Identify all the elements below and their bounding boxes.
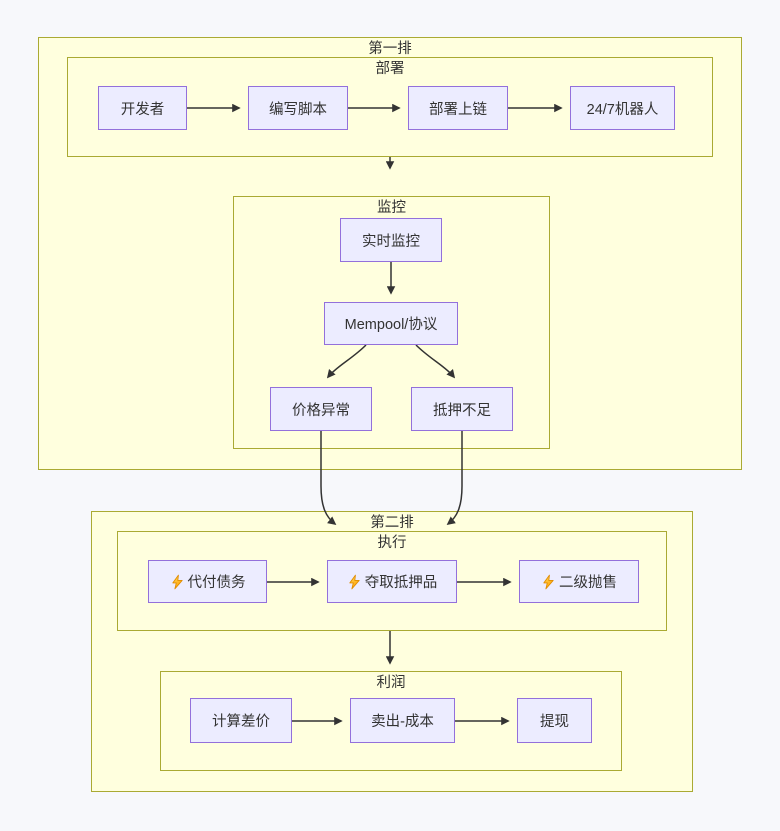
lightning-icon	[171, 574, 183, 589]
node-deploy-onchain-label: 部署上链	[429, 101, 487, 118]
node-write-script: 编写脚本	[248, 86, 348, 130]
lightning-icon	[543, 574, 554, 589]
node-undercollateralized: 抵押不足	[411, 387, 513, 431]
node-mempool-protocol-label: Mempool/协议	[344, 317, 438, 333]
node-developer-label: 开发者	[120, 101, 165, 118]
node-seize-collateral: 夺取抵押品	[327, 560, 457, 603]
node-repay-debt: 代付债务	[148, 560, 267, 603]
node-bot-247-label: 24/7机器人	[586, 101, 659, 118]
node-deploy-onchain: 部署上链	[408, 86, 508, 130]
node-sell-minus-cost-label: 卖出-成本	[371, 714, 434, 730]
cluster-deploy-label: 部署	[375, 61, 405, 77]
node-developer: 开发者	[98, 86, 187, 130]
node-calc-spread: 计算差价	[190, 698, 292, 743]
node-sell-minus-cost: 卖出-成本	[350, 698, 455, 743]
node-realtime-monitor-label: 实时监控	[362, 233, 420, 250]
cluster-profit-label: 利润	[376, 675, 406, 691]
node-seize-collateral-label: 夺取抵押品	[364, 575, 438, 591]
node-repay-debt-label: 代付债务	[187, 575, 246, 591]
node-price-anomaly-label: 价格异常	[292, 402, 350, 419]
node-undercollateralized-label: 抵押不足	[433, 402, 491, 419]
node-price-anomaly: 价格异常	[270, 387, 372, 431]
node-secondary-dump: 二级抛售	[519, 560, 639, 603]
cluster-row1-label: 第一排	[368, 41, 412, 57]
node-realtime-monitor: 实时监控	[340, 218, 442, 262]
cluster-exec-label: 执行	[377, 535, 407, 551]
node-withdraw: 提现	[517, 698, 592, 743]
node-bot-247: 24/7机器人	[570, 86, 675, 130]
node-secondary-dump-label: 二级抛售	[559, 575, 617, 591]
cluster-monitor-label: 监控	[377, 200, 406, 216]
cluster-row2-label: 第二排	[370, 515, 414, 531]
node-write-script-label: 编写脚本	[269, 101, 327, 118]
node-calc-spread-label: 计算差价	[212, 714, 270, 730]
lightning-icon	[349, 574, 360, 589]
node-withdraw-label: 提现	[540, 714, 569, 730]
node-mempool-protocol: Mempool/协议	[324, 302, 458, 345]
